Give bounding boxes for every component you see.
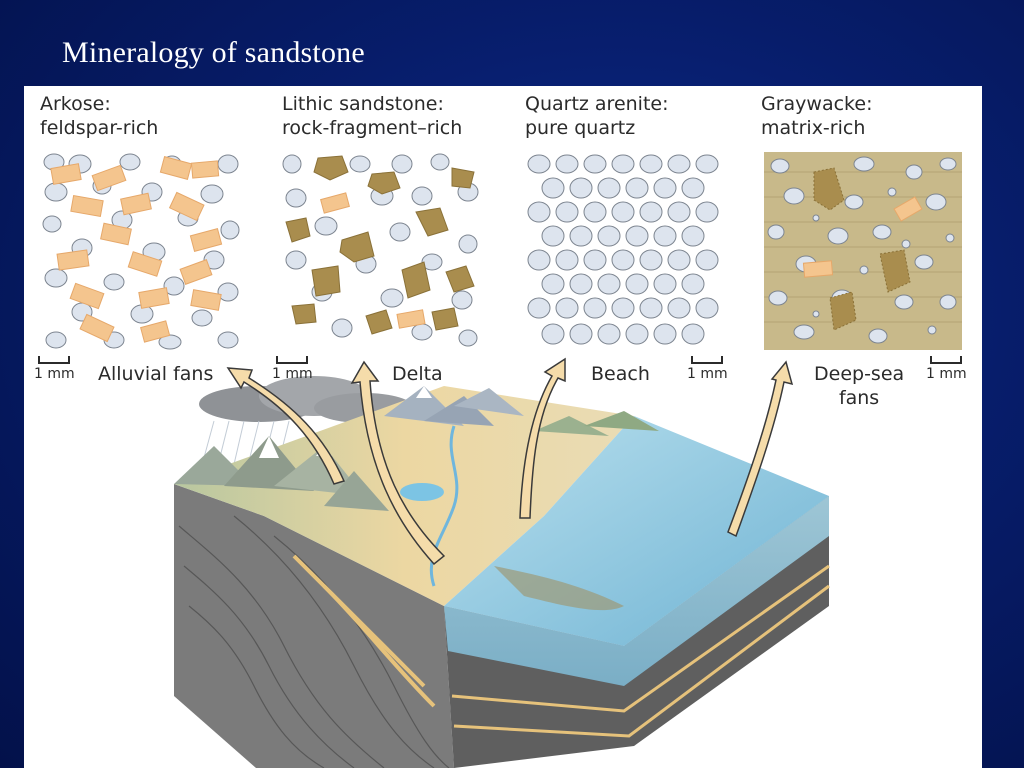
env-label-deep-sea-fans: Deep-sea fans xyxy=(814,362,904,410)
env-label-delta: Delta xyxy=(392,362,443,386)
slide-title: Mineralogy of sandstone xyxy=(62,36,365,70)
lithic-sandstone-sample xyxy=(282,152,480,350)
quartz-arenite-sample xyxy=(525,152,723,350)
env-label-alluvial-fans: Alluvial fans xyxy=(98,362,213,386)
env-label-fans: fans xyxy=(814,386,904,410)
arkose-scale-bar: 1 mm xyxy=(34,356,75,382)
quartz-scale-label: 1 mm xyxy=(687,366,728,382)
graywacke-scale-label: 1 mm xyxy=(926,366,967,382)
lithic-scale-bar: 1 mm xyxy=(272,356,313,382)
env-label-deep-sea: Deep-sea xyxy=(814,362,904,386)
graywacke-sample xyxy=(764,152,962,350)
quartz-scale-bar: 1 mm xyxy=(687,356,728,382)
env-label-beach: Beach xyxy=(591,362,650,386)
lake xyxy=(400,483,444,501)
lithic-scale-label: 1 mm xyxy=(272,366,313,382)
arkose-sample xyxy=(42,152,240,350)
figure-panel: Arkose: feldspar-rich Lithic sandstone: … xyxy=(24,86,982,768)
graywacke-scale-bar: 1 mm xyxy=(926,356,967,382)
arkose-scale-label: 1 mm xyxy=(34,366,75,382)
